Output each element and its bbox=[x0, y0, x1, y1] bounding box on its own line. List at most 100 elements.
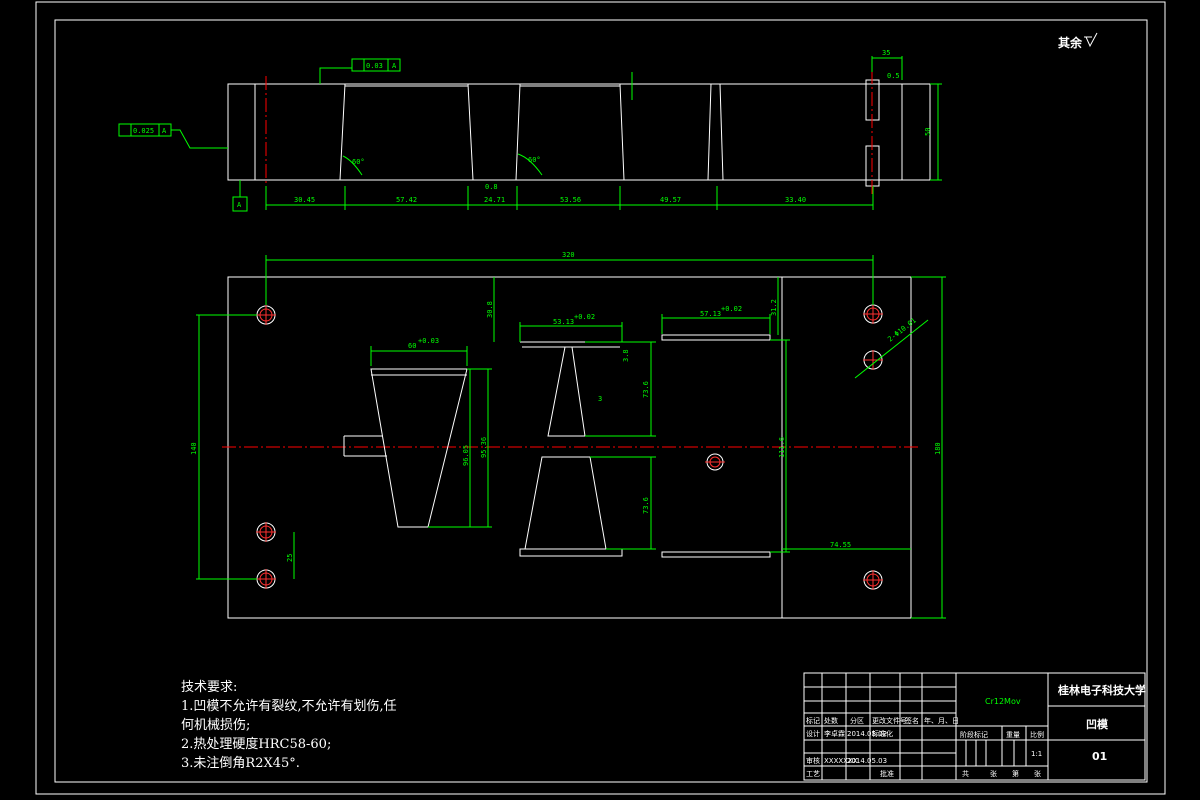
dim-9605: 96.05 bbox=[462, 445, 470, 466]
chain-dim-5: 49.57 bbox=[660, 196, 681, 204]
tb-count: 处数 bbox=[824, 716, 838, 725]
tb-standardize: 标准化 bbox=[872, 729, 893, 738]
dim-1116-lines bbox=[770, 339, 790, 553]
tb-material: Cr12Mov bbox=[985, 697, 1021, 706]
notes-line-2: 何机械损伤; bbox=[181, 718, 251, 733]
title-block: Cr12Mov 桂林电子科技大学 凹模 01 标记 处数 分区 更改文件号 签名… bbox=[803, 672, 1146, 781]
section-cavity-1 bbox=[339, 83, 474, 181]
angle-label-1: 60° bbox=[352, 158, 365, 166]
dim-736-lower: 73.6 bbox=[642, 497, 650, 514]
tb-stage-mark: 阶段标记 bbox=[960, 730, 988, 739]
dim-140-lines bbox=[196, 314, 257, 580]
slot-lower bbox=[661, 551, 771, 558]
tb-mark: 标记 bbox=[806, 716, 820, 725]
notes-heading: 技术要求: bbox=[181, 680, 238, 695]
dim-3: 3 bbox=[598, 395, 602, 403]
dim-9536: 95.36 bbox=[480, 437, 488, 458]
parallel-leader bbox=[171, 129, 228, 149]
tb-signature: 签名 bbox=[905, 716, 919, 725]
tb-design: 设计 bbox=[806, 729, 820, 738]
hole-right-dowel bbox=[863, 350, 883, 370]
dim-5313-lines bbox=[519, 322, 623, 342]
tb-auditor: XXXXXXX bbox=[824, 757, 858, 765]
inner-frame bbox=[54, 19, 1148, 783]
tb-audit-date: 2014.05.03 bbox=[847, 757, 887, 765]
tb-weight: 重量 bbox=[1006, 731, 1020, 739]
dim-35-lines bbox=[871, 56, 903, 80]
tb-scale: 比例 bbox=[1030, 730, 1044, 739]
flatness-tolerance: 0.03 bbox=[366, 62, 383, 70]
chain-dim-4: 53.56 bbox=[560, 196, 581, 204]
tb-design-date: 2014.05.02 bbox=[847, 730, 887, 738]
angle-arc-2 bbox=[517, 153, 543, 176]
dim-05: 0.5 bbox=[887, 72, 900, 80]
flatness-datum: A bbox=[392, 62, 397, 70]
angle-label-2: 60° bbox=[528, 156, 541, 164]
dim-736-upper: 73.6 bbox=[642, 381, 650, 398]
dim-5713: 57.13 bbox=[700, 310, 721, 318]
notes-line-1: 1.凹模不允许有裂纹,不允许有划伤,任 bbox=[181, 699, 397, 714]
dim-7455: 74.55 bbox=[830, 541, 851, 549]
dim-50: 50 bbox=[924, 128, 932, 136]
dim-312: 31.2 bbox=[770, 299, 778, 316]
cavity-lower-triangle bbox=[519, 456, 623, 557]
hole-bottom-left bbox=[256, 569, 276, 589]
notes-line-3: 2.热处理硬度HRC58-60; bbox=[181, 737, 332, 752]
hole-bottom-right bbox=[863, 570, 883, 590]
hole-callout: 2-Φ10.01 bbox=[886, 317, 917, 344]
dim-320-lines bbox=[265, 255, 874, 305]
chain-dim-1: 30.45 bbox=[294, 196, 315, 204]
chain-dim-3: 24.71 bbox=[484, 196, 505, 204]
dim-25: 25 bbox=[286, 554, 294, 562]
small-dim-08: 0.8 bbox=[485, 183, 498, 191]
dim-60: 60 bbox=[408, 342, 416, 350]
dim-180: 180 bbox=[934, 442, 942, 455]
flatness-frame bbox=[351, 58, 401, 72]
section-cavity-2 bbox=[515, 83, 625, 181]
tb-designer: 李卓霖 bbox=[824, 729, 845, 738]
tb-school: 桂林电子科技大学 bbox=[1057, 683, 1146, 697]
tb-drawing-no: 01 bbox=[1092, 750, 1107, 763]
outer-frame bbox=[35, 1, 1166, 795]
tol-5713: +0.02 bbox=[721, 305, 742, 313]
hole-top-right bbox=[863, 304, 883, 324]
dim-35: 35 bbox=[882, 49, 890, 57]
datum-label: A bbox=[237, 201, 242, 209]
tb-process: 工艺 bbox=[806, 770, 820, 778]
hole-top-left bbox=[256, 305, 276, 325]
tb-part-name: 凹模 bbox=[1086, 717, 1109, 731]
dim-5313: 53.13 bbox=[553, 318, 574, 326]
chain-dim-6: 33.40 bbox=[785, 196, 806, 204]
dim-140: 140 bbox=[190, 442, 198, 455]
dim-60-lines bbox=[370, 346, 468, 366]
parallel-tolerance: 0.025 bbox=[133, 127, 154, 135]
dim-9536-lines bbox=[428, 368, 492, 528]
tol-60: +0.03 bbox=[418, 337, 439, 345]
dim-38: 3.8 bbox=[622, 349, 630, 362]
dim-736-lower-lines bbox=[590, 456, 656, 550]
parallel-datum: A bbox=[162, 127, 167, 135]
tb-approve: 批准 bbox=[880, 769, 894, 778]
tol-5313: +0.02 bbox=[574, 313, 595, 321]
plan-view: 320 140 25 180 2-Φ10.01 60 +0.03 53.13 +… bbox=[190, 251, 946, 619]
hole-center bbox=[705, 453, 725, 471]
chain-dimension-line bbox=[265, 186, 874, 210]
hole-callout-leader bbox=[854, 319, 929, 379]
dim-180-lines bbox=[911, 276, 946, 619]
dim-50-lines bbox=[930, 83, 942, 181]
technical-requirements: 技术要求: 1.凹模不允许有裂纹,不允许有划伤,任 何机械损伤; 2.热处理硬度… bbox=[181, 678, 397, 773]
tb-scale-value: 1:1 bbox=[1031, 750, 1042, 758]
top-view-outline bbox=[227, 83, 931, 181]
roughness-symbol-icon bbox=[1084, 32, 1098, 48]
tb-total: 共 bbox=[962, 769, 969, 778]
flatness-leader bbox=[319, 67, 352, 84]
cavity-upper-triangle bbox=[520, 341, 622, 437]
slot-upper bbox=[661, 334, 771, 341]
tb-date: 年、月、日 bbox=[924, 716, 959, 725]
dim-320: 320 bbox=[562, 251, 575, 259]
dim-1116: 111.6 bbox=[778, 437, 786, 458]
section-cavity-3 bbox=[707, 83, 724, 181]
hole-bottom-left-upper bbox=[256, 522, 276, 542]
tb-sheet-no: 第 bbox=[1012, 769, 1019, 778]
